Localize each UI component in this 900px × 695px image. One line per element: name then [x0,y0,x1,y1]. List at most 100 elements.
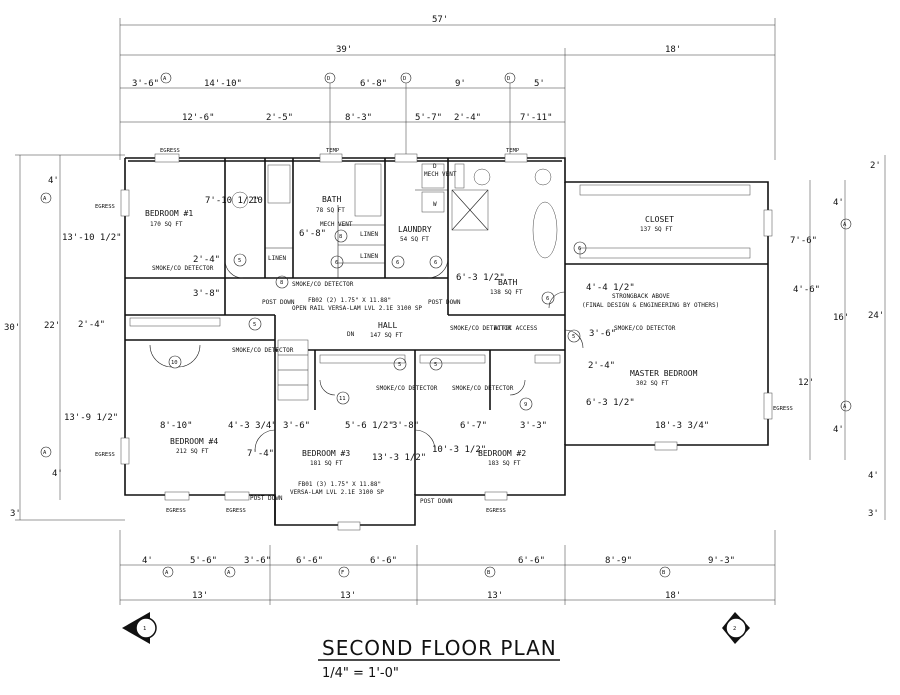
washer-label: W [433,201,437,208]
interior-dim: 10'-3 1/2" [432,445,486,455]
beam-note: OPEN RAIL VERSA-LAM LVL 2.1E 3100 SP [292,305,422,312]
smoke-detector-note: SMOKE/CO DETECTOR [152,265,214,272]
room-name: MASTER BEDROOM [630,369,698,378]
dim-bot1-1: 5'-6" [190,556,217,566]
dim-right-9: 3' [868,509,879,519]
bottom-dimensions: 4' 5'-6" 3'-6" 6'-6" 6'-6" 6'-6" 8'-9" 9… [119,530,776,605]
dim-right-width: 18' [665,45,681,55]
interior-dim: 13'-3 1/2" [372,453,426,463]
dim-left-22: 22' [44,321,60,331]
door-tag: 11 [339,396,346,402]
door-tag: 6 [434,260,437,266]
room-name: BEDROOM #3 [302,449,350,458]
room-area: 212 SQ FT [176,448,209,455]
interior-dim: 8'-10" [160,421,193,431]
room-area: 54 SQ FT [400,236,429,243]
dryer-label: D [433,163,437,170]
section-marker: D [403,76,406,82]
section-marker: B [487,570,491,576]
dim-right-6: 12' [798,378,814,388]
dim-top1-3: 9' [455,79,466,89]
section-marker: A [843,222,847,228]
dim-top2-1: 2'-5" [266,113,293,123]
dim-bot1-5: 6'-6" [518,556,545,566]
room-labels: BEDROOM #1 170 SQ FT BATH 78 SQ FT LAUND… [145,195,698,467]
room-area: 183 SQ FT [488,460,521,467]
smoke-detector-note: SMOKE/CO DETECTOR [232,347,294,354]
dim-top1-2: 6'-8" [360,79,387,89]
dim-bot1-2: 3'-6" [244,556,271,566]
dim-right-8: 4' [868,471,879,481]
beam-note: FB01 (3) 1.75" X 11.88" [298,481,381,488]
dim-left-1: 13'-10 1/2" [62,233,122,243]
dim-bot1-6: 8'-9" [605,556,632,566]
room-name: BATH [322,195,341,204]
smoke-detector-note: SMOKE/CO DETECTOR [452,385,514,392]
strongback-note: (FINAL DESIGN & ENGINEERING BY OTHERS) [582,302,719,309]
interior-dim: 7'-10 1/2" [205,196,259,206]
beam-note: VERSA-LAM LVL 2.1E 3100 SP [290,489,384,496]
room-area: 147 SQ FT [370,332,403,339]
smoke-detector-note: SMOKE/CO DETECTOR [614,325,676,332]
door-tag: 5 [434,362,437,368]
dim-bot2-2: 13' [487,591,503,601]
post-down-note: POST DOWN [428,299,461,306]
section-marker: A [227,570,231,576]
door-tag: 5 [253,322,256,328]
section-marker: B [662,570,666,576]
egress-label: EGRESS [773,406,793,412]
door-tag: 8 [280,280,283,286]
interior-dim: 2'-4" [588,361,615,371]
interior-dim: 3'-3" [520,421,547,431]
temp-label: TEMP [326,148,340,154]
interior-dim: 6'-8" [299,229,326,239]
linen-label: LINEN [360,231,378,238]
room-area: 138 SQ FT [490,289,523,296]
mech-vent-note: MECH VENT [424,171,457,178]
dim-right-7: 4' [833,425,844,435]
interior-dim: 3'-8" [193,289,220,299]
smoke-detector-note: SMOKE/CO DETECTOR [376,385,438,392]
egress-label: EGRESS [95,452,115,458]
door-tag: 5 [572,334,575,340]
dim-right-3: 4'-6" [793,285,820,295]
stair-dn-note: DN [347,331,355,338]
dim-left-5: 3' [10,509,21,519]
door-tags: 5 6 8 6 6 8 6 6 5 5 10 5 5 11 9 [168,229,587,411]
section-marker: A [43,450,47,456]
dim-top1-0: 3'-6" [132,79,159,89]
door-tag: 5 [238,258,241,264]
dim-left-2: 2'-4" [78,320,105,330]
door-tag: 5 [398,362,401,368]
dim-right-4: 16' [833,313,849,323]
left-dimensions: 30' 22' 4' 13'-10 1/2" 2'-4" 13'-9 1/2" … [4,154,125,521]
plan-scale: 1/4" = 1'-0" [322,666,399,681]
interior-dim: 6'-3 1/2" [586,398,635,408]
egress-label: EGRESS [160,148,180,154]
post-down-note: POST DOWN [420,498,453,505]
interior-dim: 5'-6 1/2" [345,421,394,431]
section-marker: A [43,196,47,202]
interior-walls [125,158,768,525]
room-area: 78 SQ FT [316,207,345,214]
dim-bot1-4: 6'-6" [370,556,397,566]
dim-left-total: 30' [4,323,20,333]
interior-dim: 10 [252,196,263,206]
section-marker: D [327,76,330,82]
egress-label: EGRESS [95,204,115,210]
section-cut-left: 1 [122,612,157,644]
windows [120,153,773,531]
plan-title: SECOND FLOOR PLAN [322,636,557,660]
interior-dim: 4'-3 3/4" [228,421,277,431]
room-name: BEDROOM #2 [478,449,526,458]
dim-right-0: 2' [870,161,881,171]
section-marker: A [163,76,167,82]
section-cut-label: 1 [143,626,146,632]
attic-access-note: ATTIC ACCESS [494,325,538,332]
closet-shelving [129,164,751,401]
door-tag: 6 [335,260,338,266]
dim-left-0: 4' [48,176,59,186]
linen-label: LINEN [360,253,378,260]
door-tag: 9 [524,402,527,408]
interior-dim: 3'-8" [392,421,419,431]
